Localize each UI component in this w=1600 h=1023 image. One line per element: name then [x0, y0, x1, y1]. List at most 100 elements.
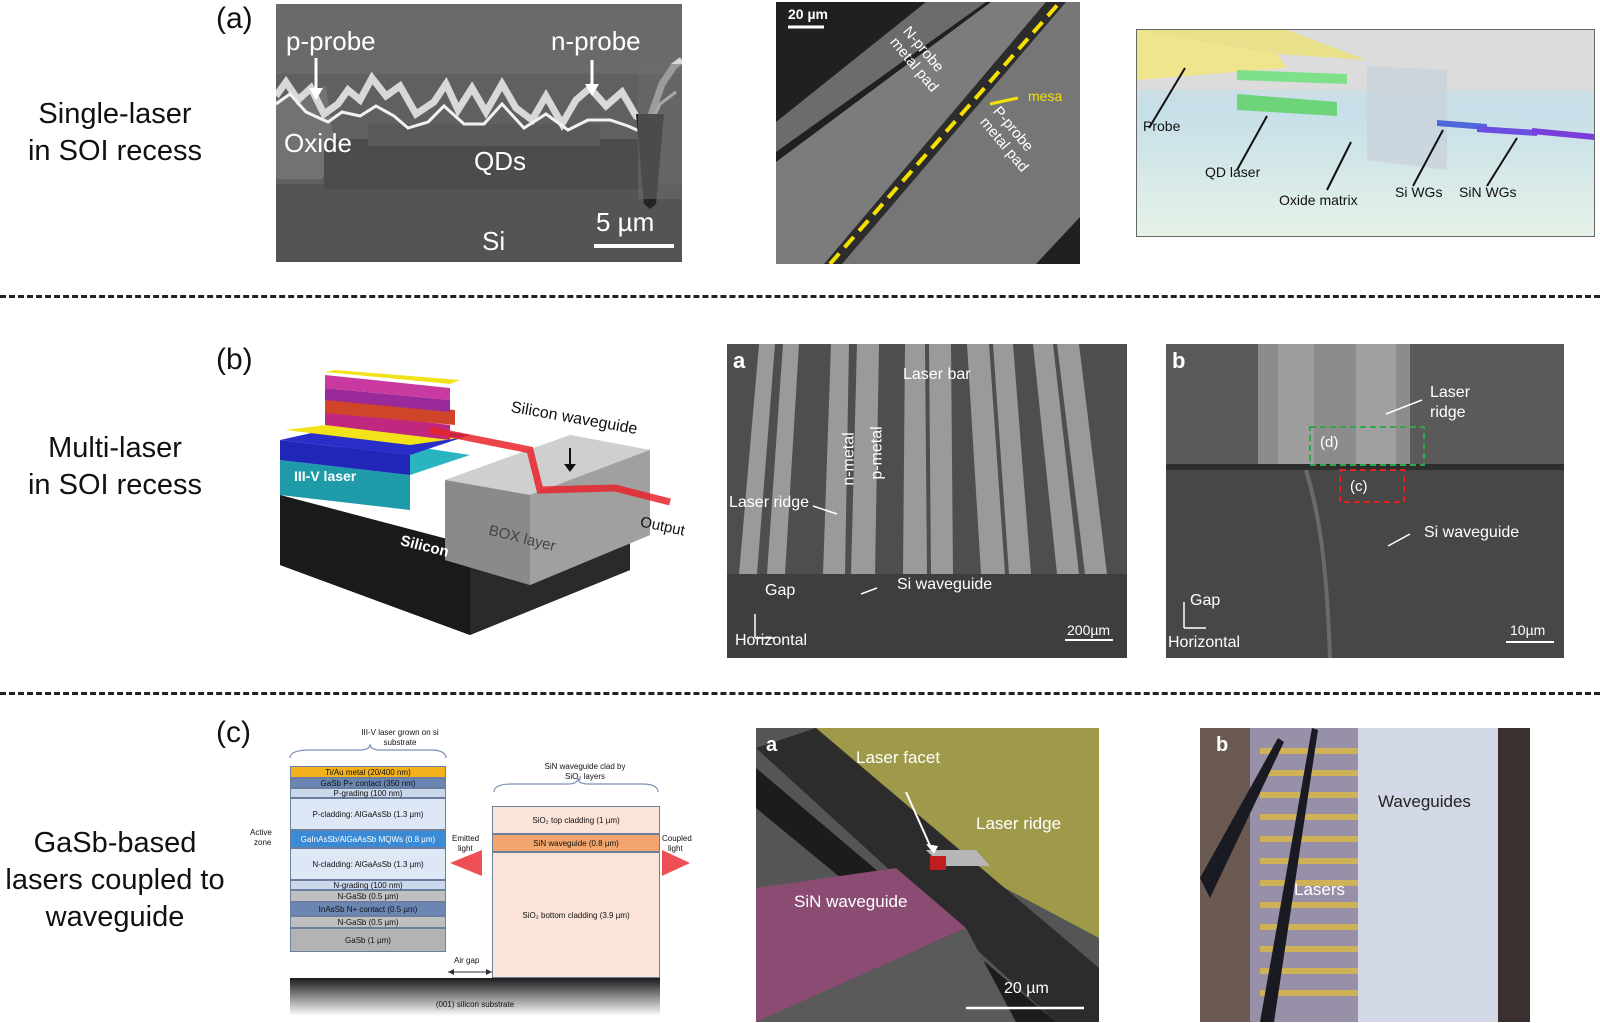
label-coupled-1: Coupled — [662, 834, 692, 843]
label-p-metal: p-metal — [868, 426, 886, 480]
label-oxide-matrix: Oxide matrix — [1279, 192, 1358, 208]
label-air-gap: Air gap — [454, 956, 480, 965]
row-label-line: lasers coupled to — [5, 864, 225, 896]
right-title-line2: SiO₂ layers — [564, 772, 605, 781]
label-n-metal: n-metal — [840, 432, 858, 486]
micrograph-lasers: b Waveguides Lasers — [1200, 728, 1530, 1022]
panel-tag-c: (c) — [216, 716, 251, 749]
layer-sio2-bottom: SiO₂ bottom cladding (3.9 µm) — [492, 852, 660, 978]
row-label-line: GaSb-based — [33, 827, 197, 859]
row-label-single-laser: Single-laser in SOI recess — [0, 96, 230, 170]
layer-sin-waveguide: SiN waveguide (0.8 µm) — [492, 834, 660, 852]
row-label-line: in SOI recess — [27, 135, 203, 167]
layer-p-cladding: P-cladding: AlGaAsSb (1.3 µm) — [290, 798, 446, 830]
label-emitted-2: light — [458, 844, 473, 853]
cross-section-drawing — [276, 4, 682, 262]
micrograph-drawing — [1200, 728, 1530, 1022]
label-mesa: mesa — [1028, 88, 1063, 104]
scale-bar-label: 5 µm — [596, 207, 655, 237]
label-gap: Gap — [765, 582, 796, 599]
layer-p-contact: GaSb P+ contact (350 nm) — [290, 778, 446, 788]
panel-letter-b: b — [1216, 734, 1229, 756]
laser-facet-drawing — [756, 728, 1099, 1022]
right-stack: SiO₂ top cladding (1 µm) SiN waveguide (… — [492, 806, 660, 978]
label-laser-ridge-1: Laser — [1430, 384, 1471, 401]
row-label-line: Multi-laser — [48, 432, 182, 464]
label-sin-wgs: SiN WGs — [1459, 184, 1517, 200]
sem-laser-ridge-zoom: b Laser ridge (d) (c) Si waveguide Gap H… — [1166, 344, 1564, 658]
layer-n-gasb: N-GaSb (0.5 µm) — [290, 890, 446, 902]
label-waveguides: Waveguides — [1378, 792, 1471, 811]
panel-letter-a: a — [733, 348, 746, 373]
label-si: Si — [482, 226, 506, 256]
sem-cross-section: p-probe n-probe Oxide QDs Si 5 µm — [276, 4, 682, 262]
row-label-line: Single-laser — [38, 98, 192, 130]
panel-letter-b: b — [1172, 348, 1186, 373]
label-probe: Probe — [1143, 118, 1181, 134]
sem-top-view: 20 µm N-probe metal pad P-probe metal pa… — [776, 2, 1080, 264]
sem-laser-bar: a Laser bar n-metal p-metal Laser ridge … — [727, 344, 1127, 658]
label-d: (d) — [1320, 434, 1339, 451]
layer-n-gasb-2: N-GaSb (0.5 µm) — [290, 916, 446, 928]
layer-n-cladding: N-cladding: AlGaAsSb (1.3 µm) — [290, 848, 446, 880]
label-qd-laser: QD laser — [1205, 164, 1261, 180]
scale-bar-label: 20 µm — [788, 6, 828, 22]
label-horizontal: Horizontal — [1168, 634, 1241, 651]
layer-stack-diagram: III-V laser grown on si substrate SiN wa… — [250, 724, 692, 1016]
label-n-probe: n-probe — [551, 26, 641, 56]
scale-bar-label: 10µm — [1510, 622, 1546, 638]
label-si-waveguide: Si waveguide — [1424, 524, 1520, 541]
left-title-line1: III-V laser grown on si — [361, 728, 439, 737]
label-laser-ridge-2: ridge — [1430, 404, 1466, 421]
label-active-zone-2: zone — [254, 838, 272, 847]
label-qds: QDs — [474, 146, 526, 176]
layer-ti-au: Ti/Au metal (20/400 nm) — [290, 766, 446, 778]
label-active-zone-1: Active — [250, 828, 272, 837]
label-p-probe: p-probe — [286, 26, 376, 56]
label-emitted-1: Emitted — [452, 834, 480, 843]
panel-tag-b: (b) — [216, 343, 253, 376]
label-sin-waveguide: SiN waveguide — [794, 892, 908, 911]
label-substrate: (001) silicon substrate — [435, 1000, 515, 1009]
label-laser-ridge: Laser ridge — [729, 494, 810, 511]
divider — [0, 295, 1600, 298]
label-laser-bar: Laser bar — [903, 366, 971, 383]
render-qd-laser: Probe QD laser Oxide matrix Si WGs SiN W… — [1136, 29, 1595, 237]
layer-sio2-top: SiO₂ top cladding (1 µm) — [492, 806, 660, 834]
layer-n-grading: N-grading (100 nm) — [290, 880, 446, 890]
top-view-drawing — [776, 2, 1080, 264]
mesa-dash — [828, 2, 1062, 264]
label-coupled-2: light — [668, 844, 683, 853]
stack-braces — [289, 743, 690, 1016]
label-iii-v-laser: III-V laser — [294, 468, 357, 484]
sem-laser-facet: a Laser facet Laser ridge SiN waveguide … — [756, 728, 1099, 1022]
panel-letter-a: a — [766, 734, 778, 756]
layer-inassb: InAsSb N+ contact (0.5 µm) — [290, 902, 446, 916]
left-title-line2: substrate — [383, 738, 417, 747]
layer-mqw: GaInAsSb/AlGaAsSb MQWs (0.8 µm) — [290, 830, 446, 848]
label-horizontal: Horizontal — [735, 632, 808, 649]
label-si-wgs: Si WGs — [1395, 184, 1443, 200]
label-oxide: Oxide — [284, 128, 352, 158]
right-title-line1: SiN waveguide clad by — [544, 762, 626, 771]
label-c: (c) — [1350, 478, 1368, 495]
render-drawing — [1137, 30, 1594, 236]
label-gap: Gap — [1190, 592, 1221, 609]
label-laser-facet: Laser facet — [856, 748, 941, 767]
label-laser-ridge: Laser ridge — [976, 814, 1062, 833]
scale-bar-label: 20 µm — [1004, 980, 1049, 997]
ridge-zoom-drawing — [1166, 344, 1564, 658]
label-lasers: Lasers — [1294, 880, 1346, 899]
panel-tag-a: (a) — [216, 2, 253, 35]
row-label-line: waveguide — [45, 901, 185, 933]
row-label-gasb: GaSb-based lasers coupled to waveguide — [0, 825, 230, 936]
scale-bar-label: 200µm — [1067, 622, 1111, 638]
label-si-waveguide: Si waveguide — [897, 576, 993, 593]
multi-laser-schematic — [280, 370, 671, 635]
row-label-line: in SOI recess — [27, 469, 203, 501]
layer-p-grading: P-grading (100 nm) — [290, 788, 446, 798]
schematic-multi-laser: Silicon waveguide III-V laser BOX layer … — [270, 370, 690, 640]
left-stack: Ti/Au metal (20/400 nm) GaSb P+ contact … — [290, 766, 446, 952]
divider — [0, 692, 1600, 695]
row-label-multi-laser: Multi-laser in SOI recess — [0, 430, 230, 504]
